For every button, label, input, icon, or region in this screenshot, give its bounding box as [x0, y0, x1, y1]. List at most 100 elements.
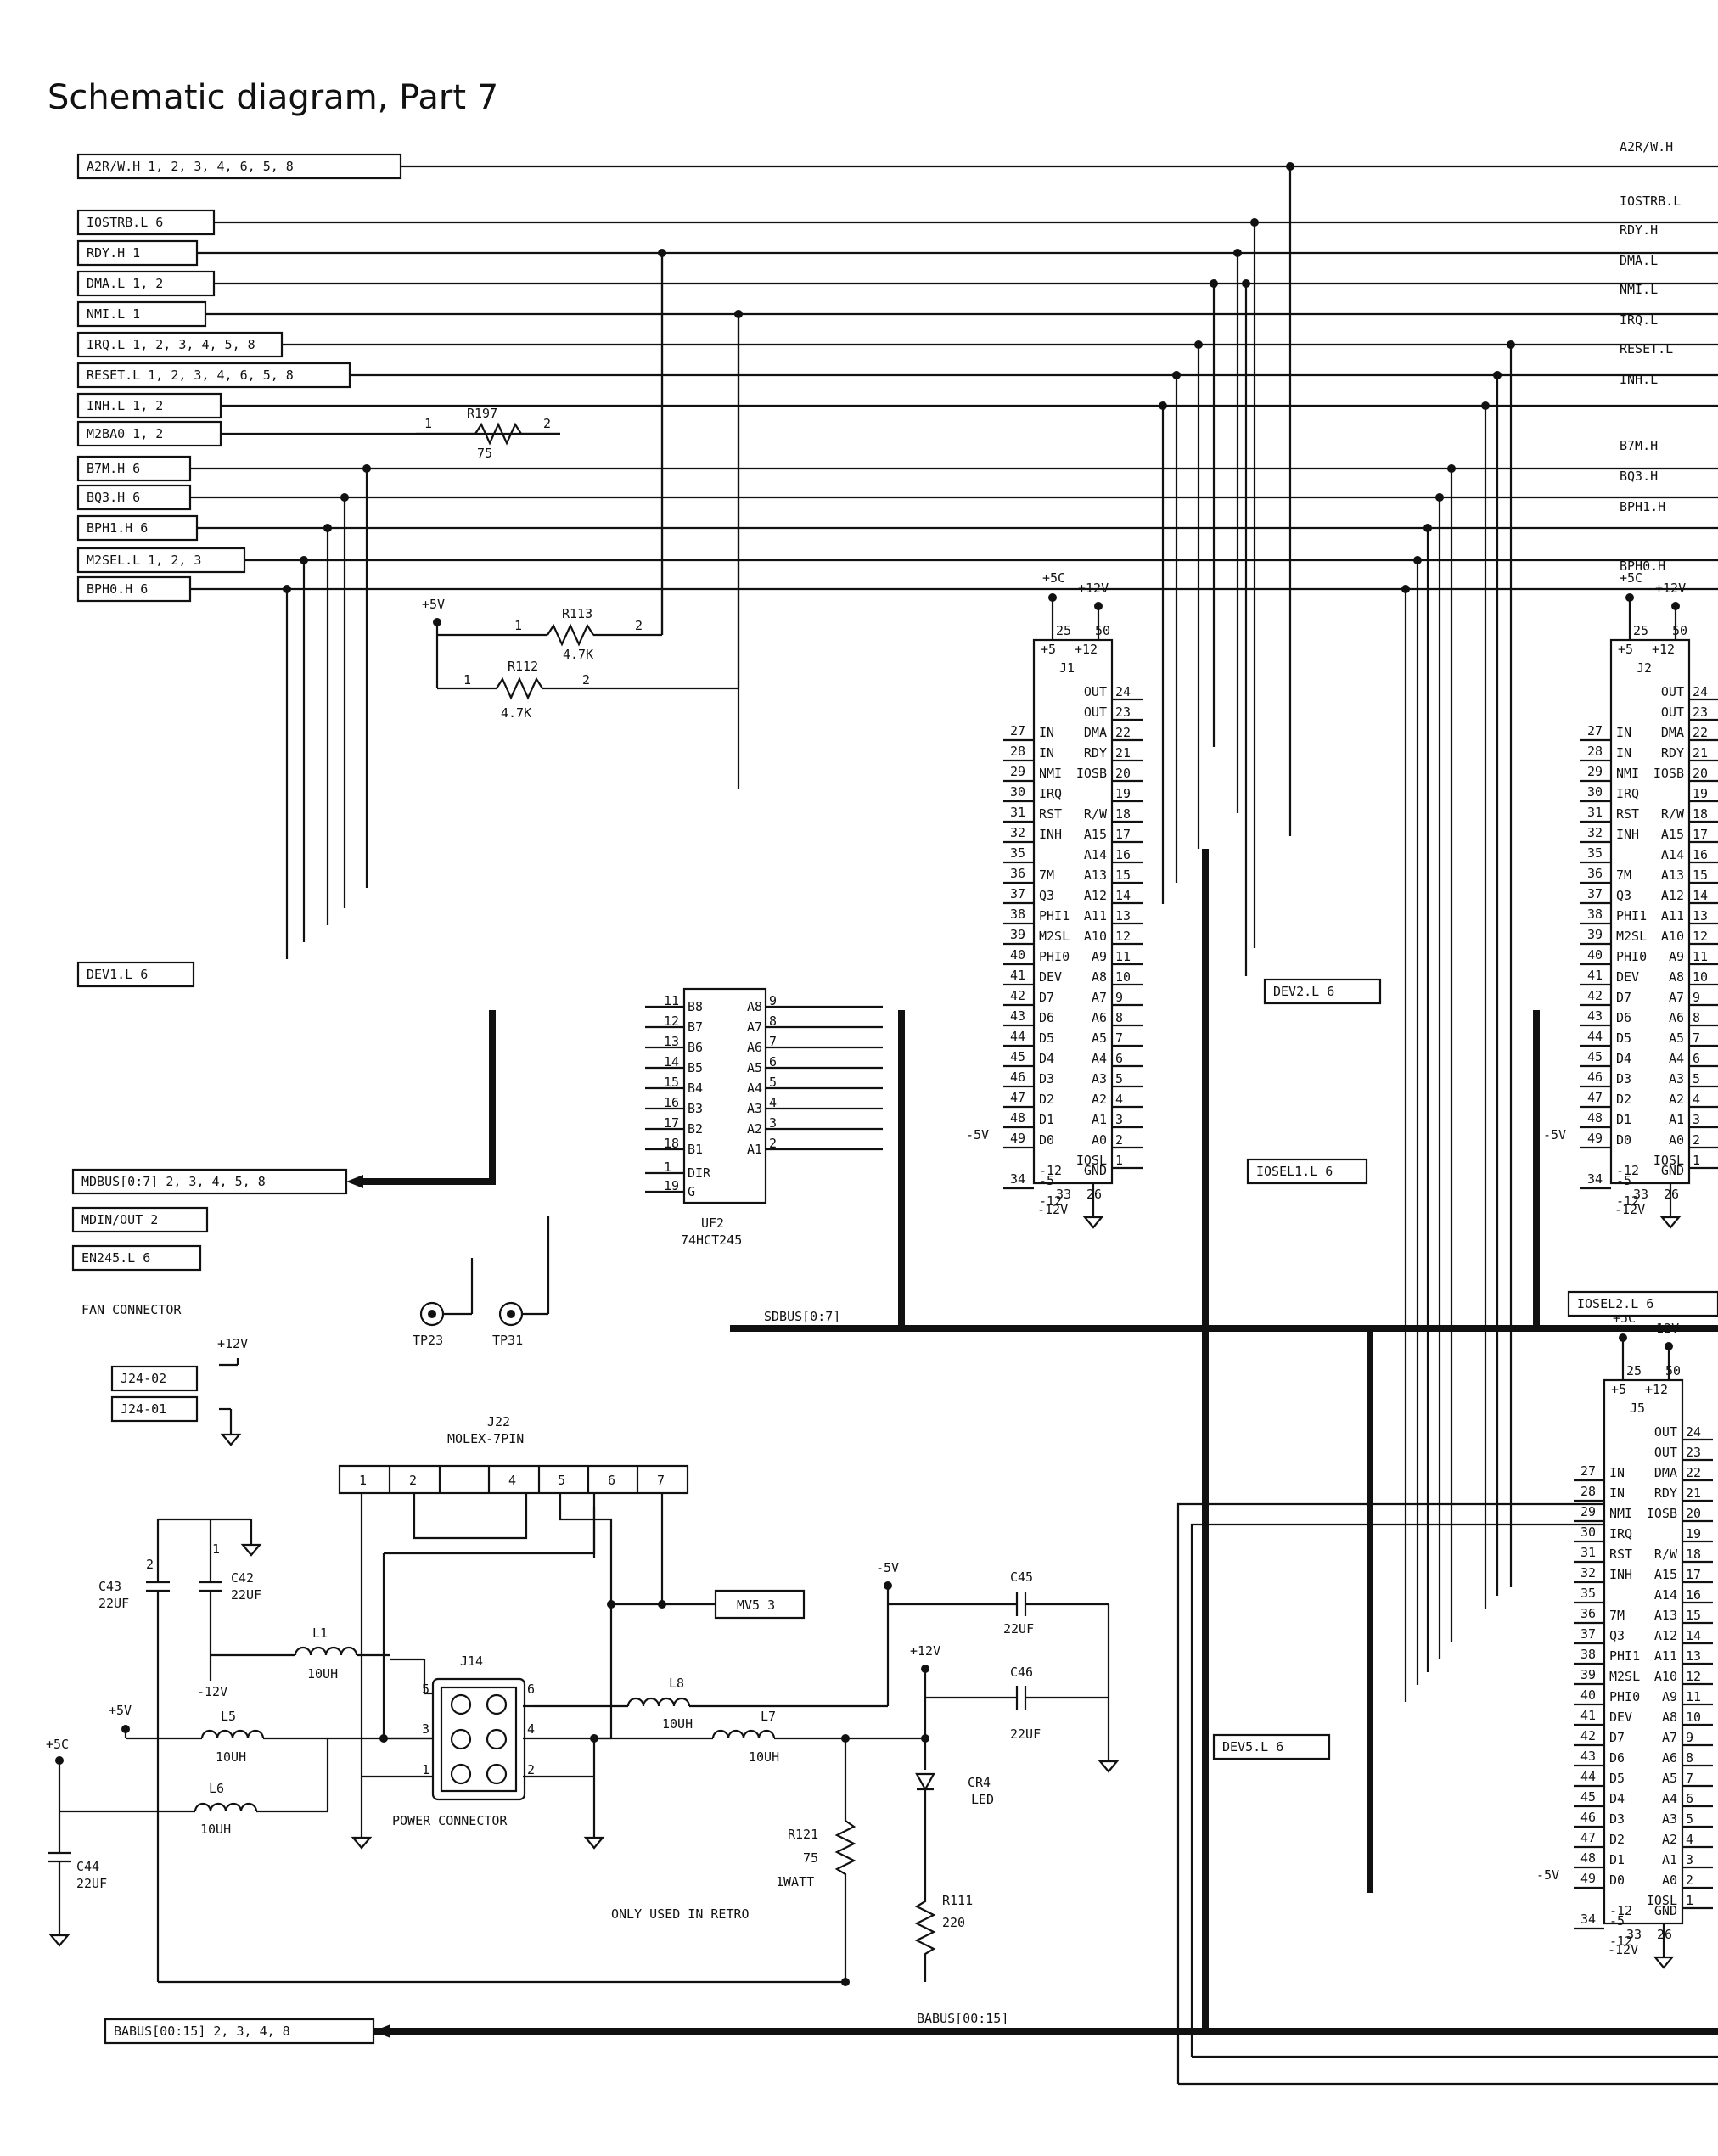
svg-text:-12: -12: [1616, 1193, 1639, 1209]
svg-text:A3: A3: [1662, 1811, 1677, 1827]
svg-text:IN: IN: [1609, 1485, 1625, 1501]
signal-label-box: IOSTRB.L 6: [76, 209, 216, 236]
svg-text:A15: A15: [1661, 827, 1684, 842]
svg-text:A0: A0: [1662, 1872, 1677, 1888]
net-name: IOSTRB.L: [1620, 194, 1681, 209]
svg-text:A6: A6: [1669, 1010, 1684, 1025]
svg-text:TP31: TP31: [492, 1333, 523, 1348]
svg-text:R121: R121: [788, 1827, 818, 1842]
svg-text:+5V: +5V: [109, 1703, 132, 1718]
page-title: Schematic diagram, Part 7: [48, 78, 499, 117]
svg-text:-12: -12: [1039, 1163, 1062, 1178]
svg-text:PHI1: PHI1: [1609, 1648, 1640, 1664]
rail-label: +12V: [1078, 581, 1109, 596]
svg-text:LED: LED: [971, 1792, 994, 1807]
junction-dot: [283, 585, 291, 593]
svg-text:7: 7: [657, 1473, 665, 1488]
svg-text:14: 14: [1115, 888, 1131, 903]
svg-text:D6: D6: [1609, 1750, 1625, 1766]
svg-text:A12: A12: [1654, 1628, 1677, 1643]
net-name: DMA.L: [1620, 253, 1658, 268]
svg-text:1: 1: [422, 1762, 430, 1777]
svg-text:29: 29: [1580, 1504, 1596, 1519]
rail-label: -12V: [1037, 1202, 1068, 1217]
svg-text:D3: D3: [1609, 1811, 1625, 1827]
svg-text:17: 17: [1693, 827, 1708, 842]
svg-text:A3: A3: [747, 1101, 762, 1116]
svg-text:A7: A7: [747, 1019, 762, 1035]
svg-text:D4: D4: [1616, 1051, 1631, 1066]
svg-text:75: 75: [803, 1850, 818, 1866]
svg-text:16: 16: [1115, 847, 1131, 862]
svg-text:17: 17: [1686, 1567, 1701, 1582]
junction-dot: [362, 464, 371, 473]
svg-text:A12: A12: [1661, 888, 1684, 903]
svg-text:GND: GND: [1661, 1163, 1684, 1178]
svg-text:42: 42: [1587, 988, 1603, 1003]
svg-text:1: 1: [1115, 1153, 1123, 1168]
svg-text:32: 32: [1010, 825, 1025, 840]
svg-text:J24-01: J24-01: [121, 1401, 166, 1417]
svg-text:INH: INH: [1616, 827, 1639, 842]
svg-text:28: 28: [1010, 744, 1025, 759]
svg-text:1: 1: [664, 1159, 671, 1175]
svg-text:20: 20: [1115, 766, 1131, 781]
svg-text:46: 46: [1580, 1810, 1596, 1825]
svg-text:RST: RST: [1609, 1547, 1632, 1562]
svg-text:48: 48: [1580, 1850, 1596, 1866]
svg-text:40: 40: [1010, 947, 1025, 963]
svg-text:D3: D3: [1616, 1071, 1631, 1086]
svg-text:A1: A1: [747, 1142, 762, 1157]
label-box: MDIN/OUT 2: [71, 1206, 209, 1233]
svg-text:45: 45: [1010, 1049, 1025, 1064]
svg-text:1: 1: [1686, 1893, 1693, 1908]
svg-text:+12: +12: [1645, 1382, 1668, 1397]
svg-text:5: 5: [422, 1682, 430, 1697]
svg-text:A6: A6: [747, 1040, 762, 1055]
svg-text:GND: GND: [1654, 1903, 1677, 1918]
svg-text:37: 37: [1010, 886, 1025, 901]
svg-text:SDBUS[0:7]: SDBUS[0:7]: [764, 1309, 840, 1324]
svg-text:A13: A13: [1661, 867, 1684, 883]
svg-text:IN: IN: [1616, 745, 1631, 761]
svg-text:38: 38: [1010, 907, 1025, 922]
svg-text:49: 49: [1010, 1131, 1025, 1146]
svg-text:TP23: TP23: [413, 1333, 443, 1348]
svg-text:24: 24: [1115, 684, 1131, 699]
label-box: J24-01: [110, 1395, 199, 1423]
svg-text:20: 20: [1693, 766, 1708, 781]
filter-right: L8 10UH -5V C45 22UF L7 10UH +12V C46 22…: [533, 1560, 1120, 1986]
svg-text:D1: D1: [1616, 1112, 1631, 1127]
svg-text:27: 27: [1587, 723, 1603, 738]
svg-text:12: 12: [1115, 929, 1131, 944]
svg-text:D2: D2: [1616, 1092, 1631, 1107]
svg-text:31: 31: [1587, 805, 1603, 820]
svg-text:49: 49: [1580, 1871, 1596, 1886]
signal-label: DMA.L 1, 2: [87, 276, 163, 291]
svg-text:A3: A3: [1669, 1071, 1684, 1086]
junction-dot: [1194, 340, 1203, 349]
svg-text:D6: D6: [1616, 1010, 1631, 1025]
svg-text:43: 43: [1587, 1008, 1603, 1024]
signal-label: INH.L 1, 2: [87, 398, 163, 413]
svg-text:-12: -12: [1609, 1934, 1632, 1949]
svg-text:40: 40: [1580, 1687, 1596, 1703]
svg-text:35: 35: [1010, 845, 1025, 861]
svg-text:5: 5: [1686, 1811, 1693, 1827]
svg-text:R/W: R/W: [1661, 806, 1685, 822]
svg-text:7: 7: [1115, 1030, 1123, 1046]
svg-text:A11: A11: [1661, 908, 1684, 924]
svg-text:37: 37: [1587, 886, 1603, 901]
svg-text:2: 2: [146, 1557, 154, 1572]
svg-text:34: 34: [1010, 1171, 1025, 1187]
svg-text:21: 21: [1693, 745, 1708, 761]
svg-text:4.7K: 4.7K: [501, 705, 531, 721]
rail-label: -12V: [1608, 1942, 1638, 1957]
fan-connector: FAN CONNECTOR +12V: [81, 1302, 248, 1446]
svg-text:4: 4: [769, 1095, 777, 1110]
svg-text:IOSL: IOSL: [1647, 1893, 1677, 1908]
svg-text:A10: A10: [1654, 1669, 1677, 1684]
svg-text:A8: A8: [747, 999, 762, 1014]
